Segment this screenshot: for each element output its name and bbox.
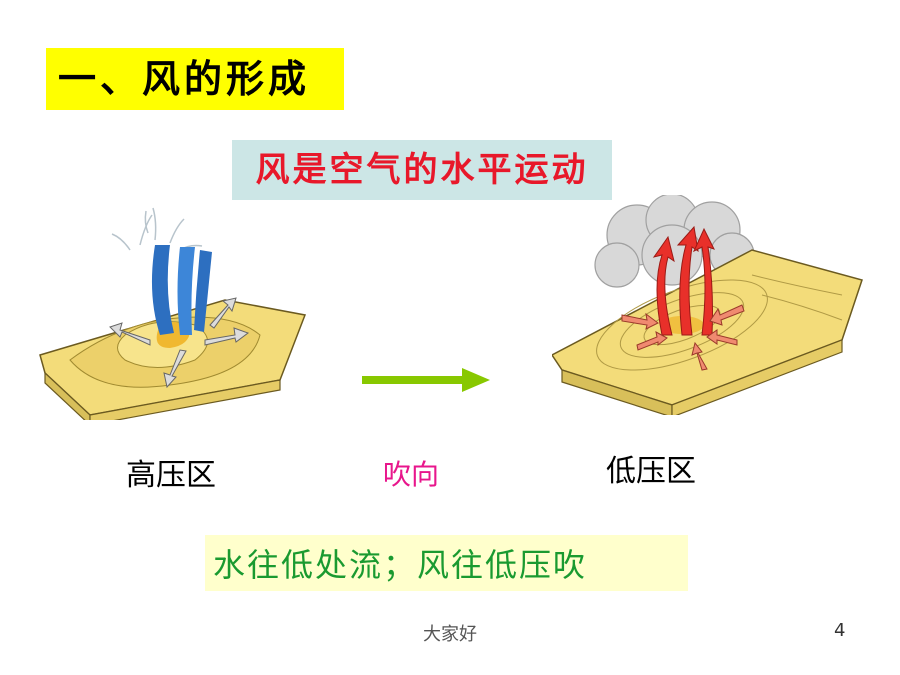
page-number: 4 [834,620,846,641]
label-low-pressure: 低压区 [606,454,696,489]
low-pressure-illustration [552,195,863,415]
high-pressure-illustration [39,207,307,420]
label-high-pressure: 高压区 [126,458,216,493]
slide-title: 一、风的形成 [46,48,344,110]
label-blow-direction: 吹向 [383,458,440,491]
arrow-right-icon [362,368,490,392]
footer-text: 大家好 [423,624,477,645]
summary-box: 水往低处流；风往低压吹 [205,535,688,591]
definition-box: 风是空气的水平运动 [232,140,612,200]
